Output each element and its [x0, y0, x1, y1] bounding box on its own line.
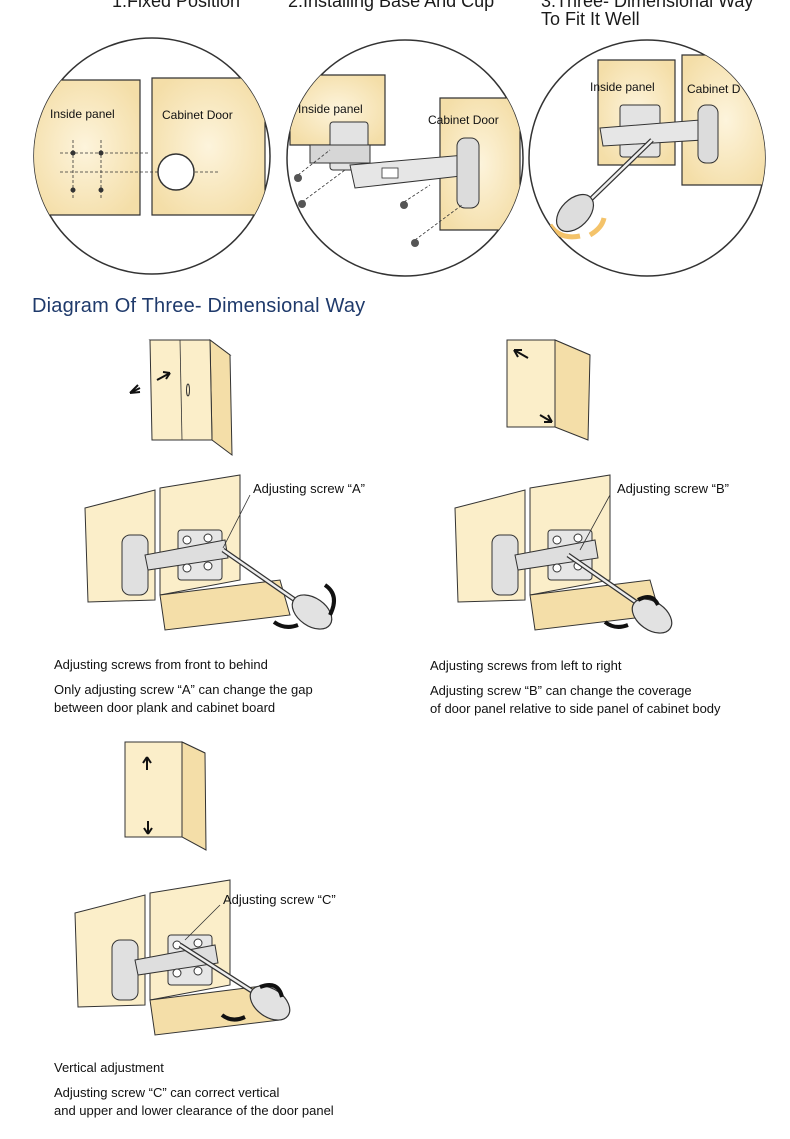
cabinet-box-b — [506, 339, 591, 441]
adjustment-c-illustration — [74, 741, 291, 1036]
adj-c-caption-3: and upper and lower clearance of the doo… — [54, 1103, 334, 1118]
adj-b-caption-3: of door panel relative to side panel of … — [430, 701, 721, 716]
screw-a-label: Adjusting screw “A” — [253, 481, 365, 496]
c1-inside-panel-label: Inside panel — [50, 107, 115, 121]
adj-a-caption-1: Adjusting screws from front to behind — [54, 657, 268, 672]
adj-b-caption-2: Adjusting screw “B” can change the cover… — [430, 683, 692, 698]
screw-c-label: Adjusting screw “C” — [223, 892, 336, 907]
installing-base-circle — [286, 39, 524, 277]
c2-inside-panel-label: Inside panel — [298, 102, 363, 116]
three-dimensional-circle — [528, 39, 766, 277]
hinge-assembly-a — [84, 474, 336, 631]
screw-b-label: Adjusting screw “B” — [617, 481, 729, 496]
c3-cabinet-door-label: Cabinet D — [687, 82, 741, 96]
adj-c-caption-1: Vertical adjustment — [54, 1060, 164, 1075]
c1-cabinet-door-label: Cabinet Door — [162, 108, 233, 122]
hinge-assembly-c — [74, 879, 291, 1036]
c3-inside-panel-label: Inside panel — [590, 80, 655, 94]
step-3-title-line1: 3.Three- Dimensional Way — [541, 0, 754, 11]
adj-c-caption-2: Adjusting screw “C” can correct vertical — [54, 1085, 280, 1100]
adjustment-b-illustration — [454, 339, 673, 634]
adj-a-caption-3: between door plank and cabinet board — [54, 700, 276, 715]
c2-cabinet-door-label: Cabinet Door — [428, 113, 499, 127]
hinge-assembly-b — [454, 474, 673, 634]
cabinet-box-a — [129, 338, 233, 457]
step-3-title-line2: To Fit It Well — [541, 9, 640, 29]
step-1-title: 1.Fixed Position — [112, 0, 241, 11]
adj-b-caption-1: Adjusting screws from left to right — [430, 658, 622, 673]
step-2-title: 2.Installing Base And Cup — [288, 0, 495, 11]
adj-a-caption-2: Only adjusting screw “A” can change the … — [54, 682, 313, 697]
inside-panel-shape — [34, 79, 141, 216]
cabinet-box-c — [124, 741, 207, 851]
fixed-position-circle — [33, 37, 271, 275]
cabinet-door-shape — [151, 77, 266, 216]
section-title: Diagram Of Three- Dimensional Way — [32, 295, 366, 317]
step-illustrations: Inside panel Cabinet Door Inside panel C… — [33, 37, 766, 277]
adjustment-a-illustration — [84, 338, 336, 631]
cup-hole — [157, 153, 195, 191]
